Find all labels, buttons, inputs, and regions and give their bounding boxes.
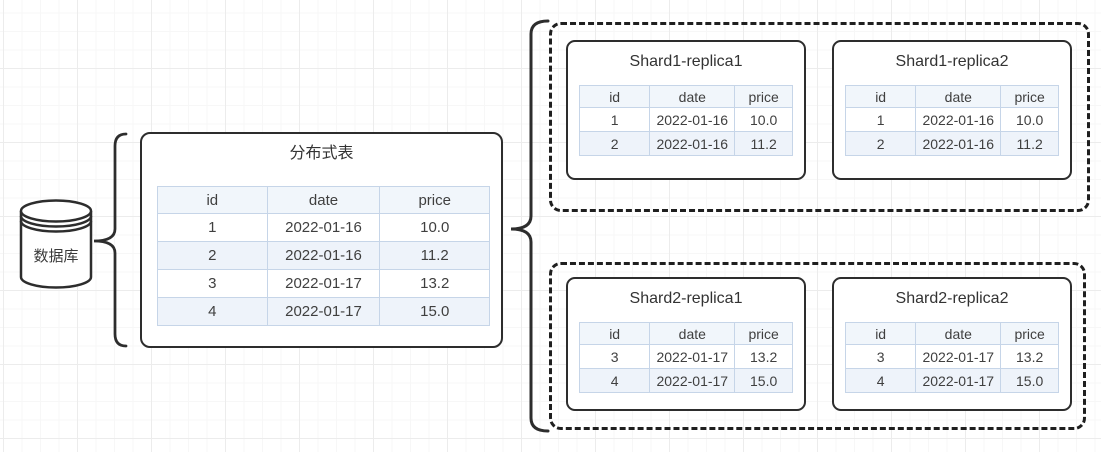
table-cell: 1 (844, 107, 917, 132)
table-cell: 2022-01-17 (915, 344, 1002, 369)
table-cell: 2022-01-17 (266, 269, 381, 298)
table-cell: 1 (157, 213, 268, 242)
table-cell: 2022-01-16 (266, 213, 381, 242)
table-cell: 2022-01-17 (649, 344, 736, 369)
column-header: id (578, 322, 651, 345)
table-cell: 10.0 (1000, 107, 1059, 132)
table-cell: 2022-01-17 (649, 368, 736, 393)
table-cell: 11.2 (1000, 131, 1059, 156)
database-icon (19, 199, 93, 289)
table-cell: 1 (578, 107, 651, 132)
shard2-replica2-title: Shard2-replica2 (895, 290, 1009, 307)
column-header: price (1000, 322, 1059, 345)
table-cell: 11.2 (734, 131, 793, 156)
column-header: date (649, 322, 736, 345)
table-cell: 2 (157, 241, 268, 270)
column-header: id (578, 85, 651, 108)
table-cell: 2022-01-16 (266, 241, 381, 270)
table-cell: 2022-01-16 (649, 107, 736, 132)
table-cell: 2 (578, 131, 651, 156)
table-cell: 15.0 (379, 297, 490, 326)
table-cell: 2022-01-17 (915, 368, 1002, 393)
column-header: id (844, 85, 917, 108)
column-header: price (379, 186, 490, 214)
column-header: price (734, 322, 793, 345)
shard2-replica1-title: Shard2-replica1 (629, 290, 743, 307)
table-cell: 13.2 (379, 269, 490, 298)
table-cell: 13.2 (1000, 344, 1059, 369)
column-header: id (157, 186, 268, 214)
column-header: date (266, 186, 381, 214)
table-cell: 3 (157, 269, 268, 298)
table-cell: 3 (578, 344, 651, 369)
table-cell: 4 (844, 368, 917, 393)
right-grouping-brace (510, 19, 550, 433)
table-cell: 4 (157, 297, 268, 326)
column-header: date (649, 85, 736, 108)
table-cell: 11.2 (379, 241, 490, 270)
column-header: id (844, 322, 917, 345)
left-grouping-brace (93, 132, 128, 348)
shard1-replica2-title: Shard1-replica2 (895, 53, 1009, 70)
table-cell: 2 (844, 131, 917, 156)
distributed-table-title: 分布式表 (289, 145, 354, 162)
database-label: 数据库 (33, 248, 79, 265)
table-cell: 13.2 (734, 344, 793, 369)
column-header: date (915, 85, 1002, 108)
table-cell: 10.0 (734, 107, 793, 132)
shard1-replica1-title: Shard1-replica1 (629, 53, 743, 70)
table-cell: 15.0 (1000, 368, 1059, 393)
table-cell: 3 (844, 344, 917, 369)
table-cell: 2022-01-16 (915, 107, 1002, 132)
column-header: date (915, 322, 1002, 345)
table-cell: 4 (578, 368, 651, 393)
column-header: price (1000, 85, 1059, 108)
table-cell: 2022-01-17 (266, 297, 381, 326)
table-cell: 10.0 (379, 213, 490, 242)
table-cell: 15.0 (734, 368, 793, 393)
table-cell: 2022-01-16 (915, 131, 1002, 156)
table-cell: 2022-01-16 (649, 131, 736, 156)
column-header: price (734, 85, 793, 108)
